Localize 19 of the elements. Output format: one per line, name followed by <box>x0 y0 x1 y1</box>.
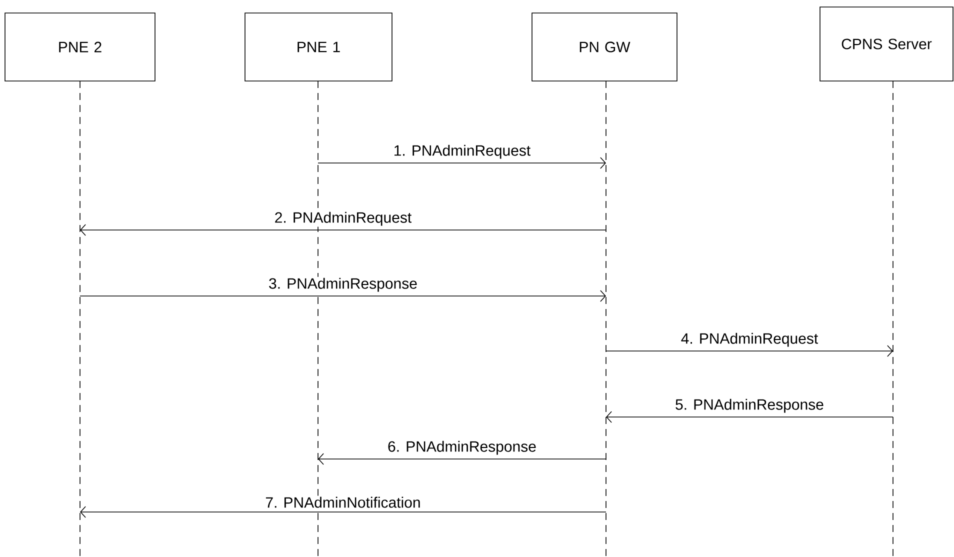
edge-label: 4. PNAdminRequest <box>680 332 820 348</box>
edge-label: 6. PNAdminResponse <box>386 440 538 456</box>
edge-label: 3. PNAdminResponse <box>268 276 418 293</box>
participant-box: PN GW <box>532 12 678 82</box>
lifeline <box>892 81 894 557</box>
participant-box: CPNS Server <box>820 6 954 82</box>
edge-label: 1. PNAdminRequest <box>392 144 532 160</box>
edge-label: 7. PNAdminNotification <box>264 496 422 509</box>
message-arrow <box>80 506 606 518</box>
edge-label: 2. PNAdminRequest <box>273 210 413 227</box>
message-arrow <box>606 345 893 357</box>
message-arrow <box>80 290 606 302</box>
message-arrow <box>318 157 606 169</box>
message-arrow <box>606 411 894 423</box>
message-arrow <box>80 224 606 236</box>
participant-box: PNE 1 <box>244 12 392 82</box>
participant-box: PNE 2 <box>4 12 156 82</box>
message-arrow <box>318 453 606 465</box>
edge-label: 5. PNAdminResponse <box>674 398 825 414</box>
